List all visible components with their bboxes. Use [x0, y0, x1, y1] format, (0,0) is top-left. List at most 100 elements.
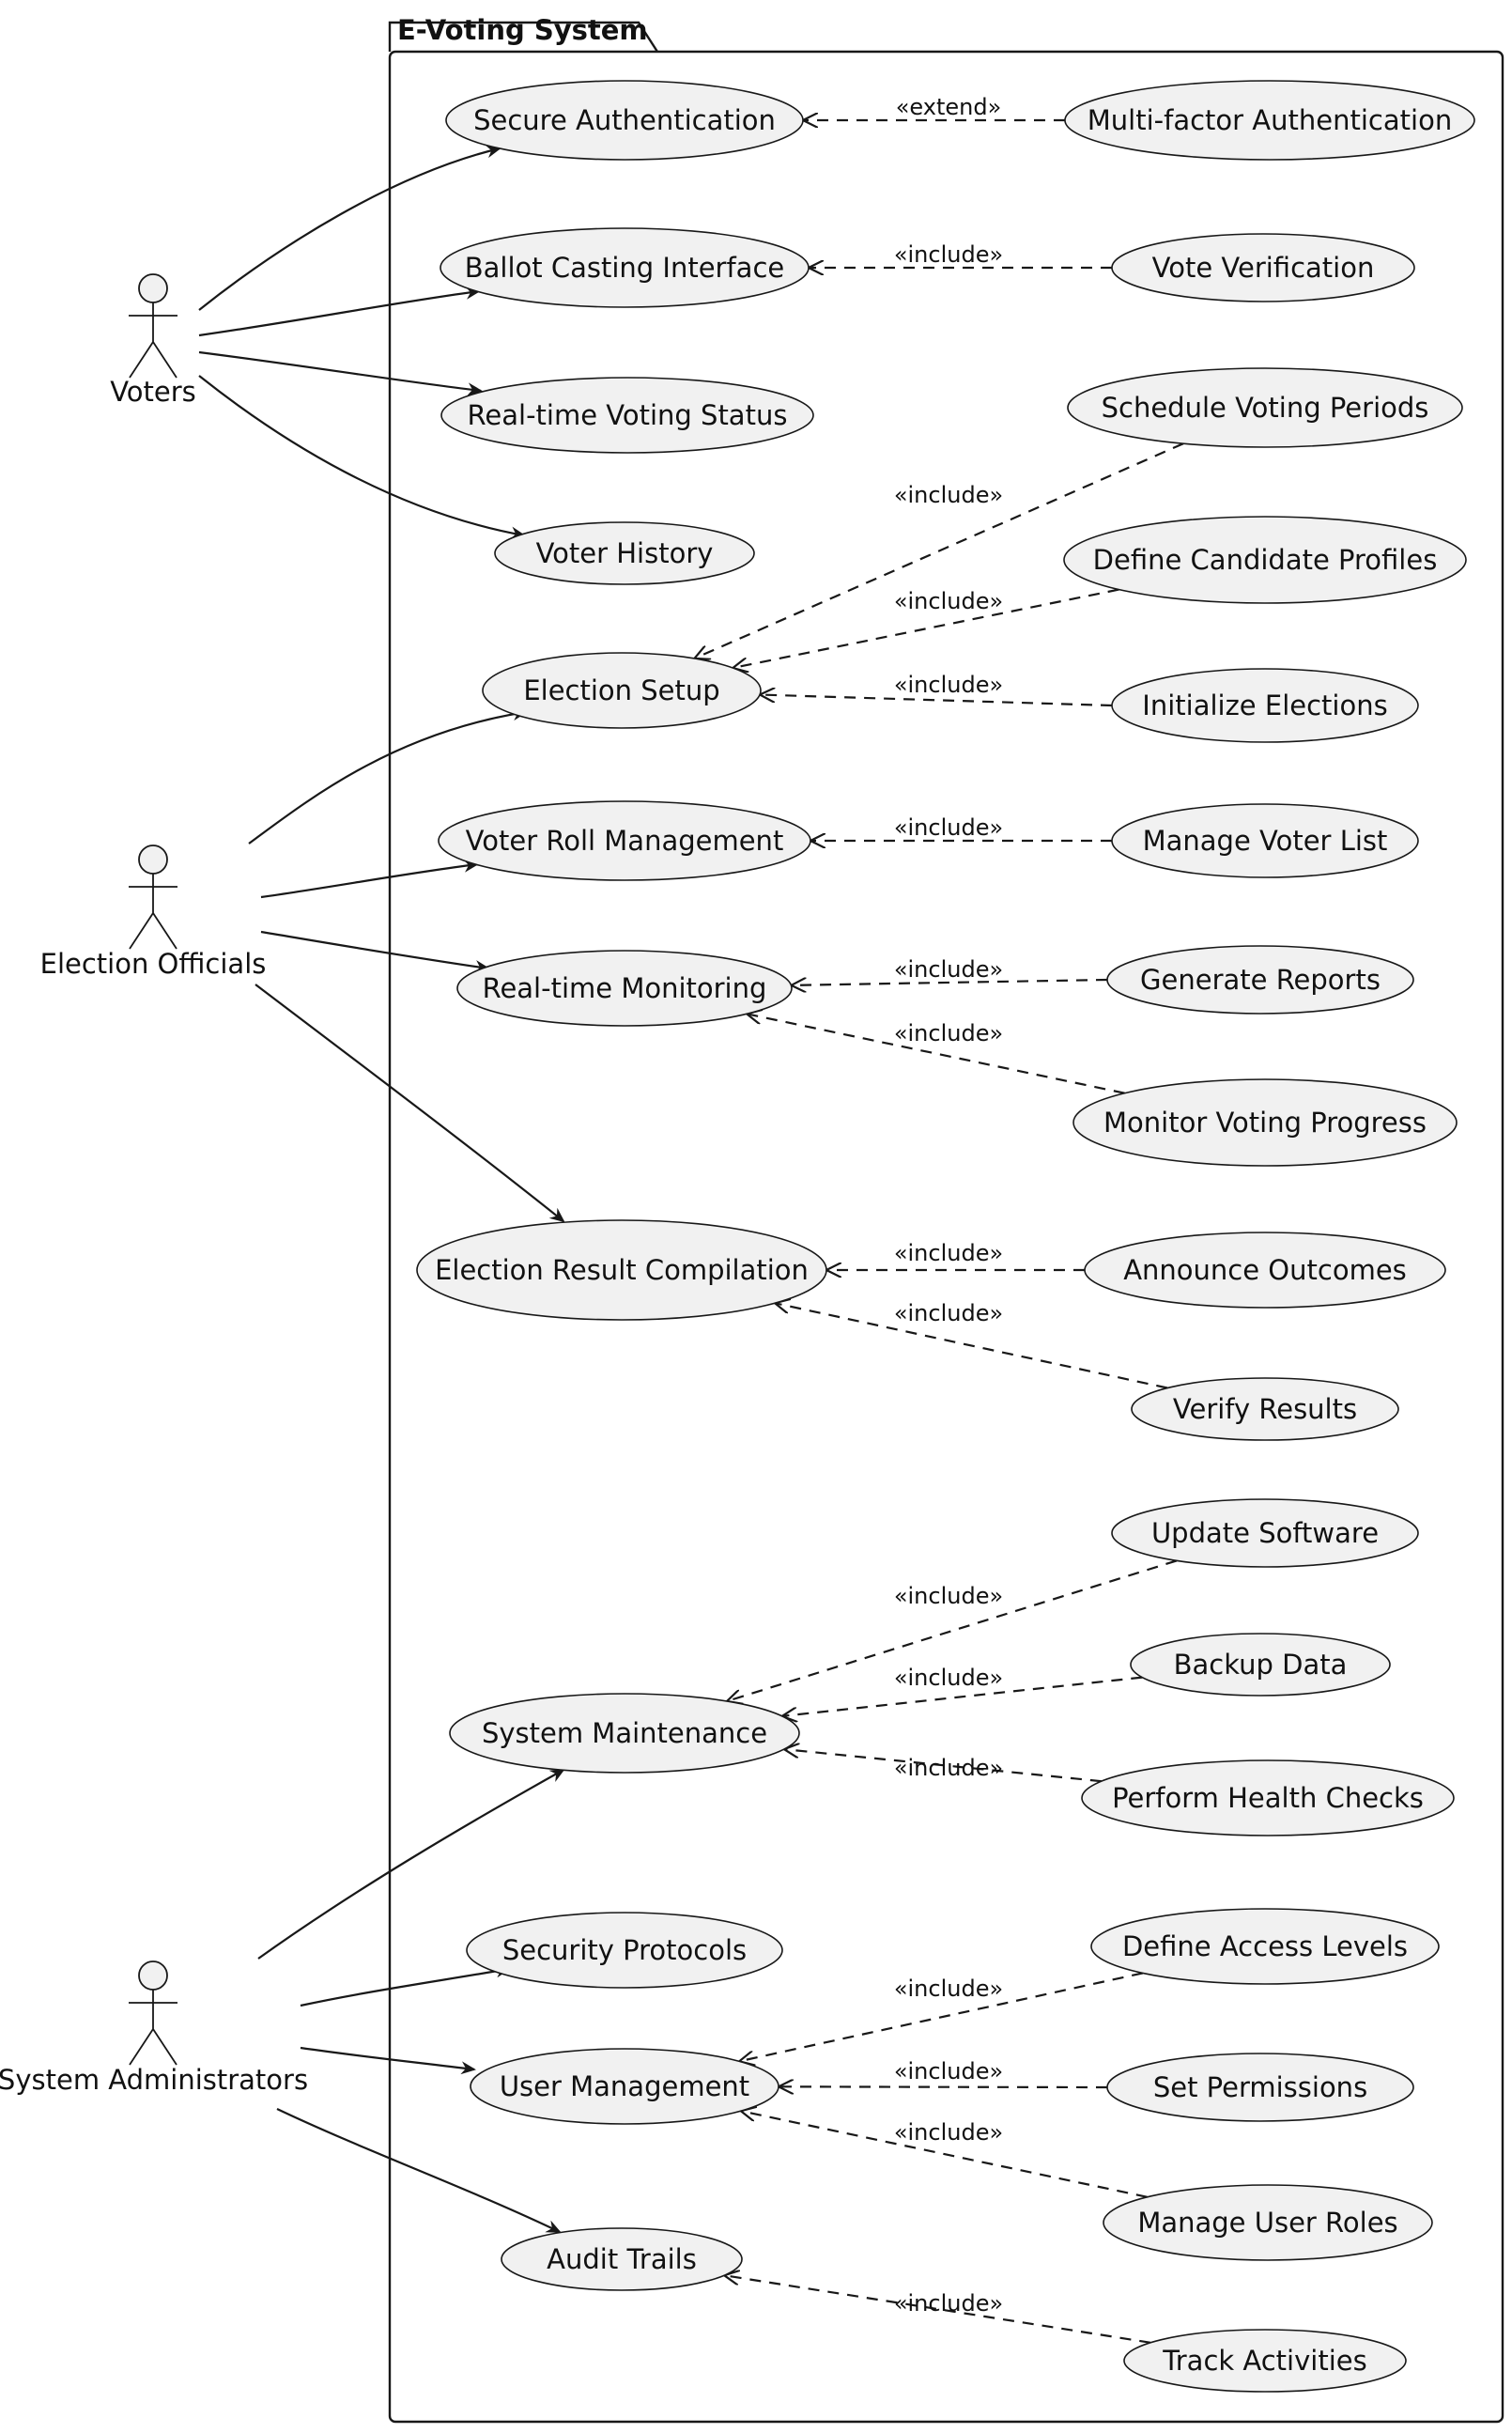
use-case-ellipse[interactable] [501, 2227, 743, 2291]
use-case-real-time-monitoring[interactable]: Real-time Monitoring [456, 950, 793, 1027]
actor-system-administrators[interactable]: System Administrators [0, 1960, 308, 2096]
use-case-label: Monitor Voting Progress [1103, 1107, 1427, 1139]
use-case-manage-voter-list[interactable]: Manage Voter List [1111, 803, 1419, 878]
actor-voters[interactable]: Voters [110, 273, 196, 408]
use-case-backup-data[interactable]: Backup Data [1130, 1633, 1391, 1697]
use-case-label: Voter History [536, 537, 714, 569]
association-officials-to-rt-monitoring [260, 930, 490, 973]
use-case-set-permissions[interactable]: Set Permissions [1106, 2053, 1414, 2122]
use-case-multi-factor-authentication[interactable]: Multi-factor Authentication [1064, 80, 1475, 161]
use-case-ellipse[interactable] [1111, 233, 1415, 302]
use-case-user-management[interactable]: User Management [470, 2048, 779, 2125]
use-case-ellipse[interactable] [445, 80, 804, 161]
use-case-ellipse[interactable] [1090, 1908, 1440, 1985]
use-case-track-activities[interactable]: Track Activities [1123, 2329, 1407, 2393]
dependency-set-permissions-to-user-mgmt [779, 2086, 1108, 2087]
use-case-generate-reports[interactable]: Generate Reports [1106, 945, 1414, 1015]
stereotype-label: «include» [894, 2290, 1003, 2317]
dependency-candidate-profiles-to-election-setup [733, 588, 1119, 668]
use-case-label: Generate Reports [1140, 964, 1381, 996]
use-case-label: Audit Trails [547, 2243, 697, 2275]
use-case-announce-outcomes[interactable]: Announce Outcomes [1084, 1232, 1446, 1309]
use-case-ellipse[interactable] [1123, 2329, 1407, 2393]
use-case-label: Set Permissions [1153, 2071, 1367, 2103]
use-case-define-candidate-profiles[interactable]: Define Candidate Profiles [1063, 516, 1467, 604]
use-case-voter-roll-management[interactable]: Voter Roll Management [438, 800, 811, 881]
association-admins-to-security-protocols [300, 1964, 511, 2007]
stereotype-label: «include» [894, 241, 1003, 268]
use-case-ellipse[interactable] [438, 800, 811, 881]
edges-layer [198, 120, 1184, 2344]
use-case-define-access-levels[interactable]: Define Access Levels [1090, 1908, 1440, 1985]
use-case-ellipse[interactable] [440, 227, 810, 308]
use-case-voter-history[interactable]: Voter History [494, 521, 755, 585]
use-case-label: Backup Data [1174, 1649, 1348, 1681]
use-case-ellipse[interactable] [1130, 1633, 1391, 1697]
use-case-label: Define Candidate Profiles [1093, 544, 1438, 576]
use-case-perform-health-checks[interactable]: Perform Health Checks [1081, 1759, 1455, 1836]
use-case-ellipse[interactable] [1084, 1232, 1446, 1309]
use-case-ellipse[interactable] [1106, 2053, 1414, 2122]
association-officials-to-election-setup [248, 707, 528, 845]
stick-figure-icon [129, 302, 177, 379]
use-case-ellipse[interactable] [1063, 516, 1467, 604]
actor-label: Election Officials [40, 948, 267, 980]
use-case-ellipse[interactable] [1106, 945, 1414, 1015]
use-case-ellipse[interactable] [416, 1219, 827, 1321]
association-voters-to-secure-auth [198, 145, 501, 311]
use-case-update-software[interactable]: Update Software [1111, 1498, 1419, 1568]
use-case-ellipse[interactable] [1111, 803, 1419, 878]
use-case-secure-authentication[interactable]: Secure Authentication [445, 80, 804, 161]
use-case-ellipse[interactable] [1064, 80, 1475, 161]
use-case-ellipse[interactable] [1131, 1377, 1399, 1441]
use-case-ellipse[interactable] [440, 377, 814, 454]
use-case-label: Secure Authentication [473, 104, 776, 136]
use-case-initialize-elections[interactable]: Initialize Elections [1111, 668, 1419, 743]
use-case-audit-trails[interactable]: Audit Trails [501, 2227, 743, 2291]
use-case-election-setup[interactable]: Election Setup [482, 652, 762, 729]
use-case-label: Schedule Voting Periods [1102, 392, 1429, 424]
association-voters-to-rt-status [198, 350, 483, 396]
use-case-ellipse[interactable] [1103, 2184, 1433, 2261]
use-case-system-maintenance[interactable]: System Maintenance [449, 1693, 800, 1774]
use-case-verify-results[interactable]: Verify Results [1131, 1377, 1399, 1441]
use-case-ellipse[interactable] [494, 521, 755, 585]
use-case-label: System Maintenance [482, 1717, 767, 1749]
use-case-ellipse[interactable] [449, 1693, 800, 1774]
dependency-verify-results-to-result-compilation [775, 1303, 1168, 1389]
use-case-label: Vote Verification [1152, 252, 1375, 284]
stereotype-label: «include» [894, 1755, 1003, 1781]
use-case-label: Perform Health Checks [1112, 1782, 1424, 1814]
dependency-backup-data-to-sys-maintenance [782, 1676, 1143, 1716]
package-title: E-Voting System [397, 14, 648, 46]
use-case-ellipse[interactable] [466, 1912, 783, 1989]
use-case-ellipse[interactable] [1111, 1498, 1419, 1568]
use-case-monitor-voting-progress[interactable]: Monitor Voting Progress [1072, 1078, 1458, 1167]
dependency-health-checks-to-sys-maintenance [784, 1749, 1102, 1783]
use-case-security-protocols[interactable]: Security Protocols [466, 1912, 783, 1989]
use-case-ellipse[interactable] [1111, 668, 1419, 743]
use-case-ellipse[interactable] [1072, 1078, 1458, 1167]
use-case-election-result-compilation[interactable]: Election Result Compilation [416, 1219, 827, 1321]
use-case-real-time-voting-status[interactable]: Real-time Voting Status [440, 377, 814, 454]
package-e-voting-system: E-Voting System [388, 14, 1504, 2424]
use-case-ellipse[interactable] [470, 2048, 779, 2125]
use-case-vote-verification[interactable]: Vote Verification [1111, 233, 1415, 302]
use-case-ellipse[interactable] [456, 950, 793, 1027]
association-admins-to-user-mgmt [300, 2046, 476, 2075]
stereotype-label: «include» [894, 588, 1003, 614]
stereotype-label: «include» [894, 1583, 1003, 1609]
use-case-schedule-voting-periods[interactable]: Schedule Voting Periods [1067, 367, 1463, 448]
dependency-update-software-to-sys-maintenance [727, 1559, 1178, 1701]
use-case-label: Initialize Elections [1142, 690, 1387, 721]
use-case-label: Define Access Levels [1122, 1930, 1408, 1962]
use-case-manage-user-roles[interactable]: Manage User Roles [1103, 2184, 1433, 2261]
use-case-label: Manage Voter List [1143, 825, 1388, 857]
use-case-ballot-casting-interface[interactable]: Ballot Casting Interface [440, 227, 810, 308]
use-case-ellipse[interactable] [1081, 1759, 1455, 1836]
actor-election-officials[interactable]: Election Officials [40, 845, 267, 980]
use-case-ellipse[interactable] [1067, 367, 1463, 448]
use-case-ellipse[interactable] [482, 652, 762, 729]
